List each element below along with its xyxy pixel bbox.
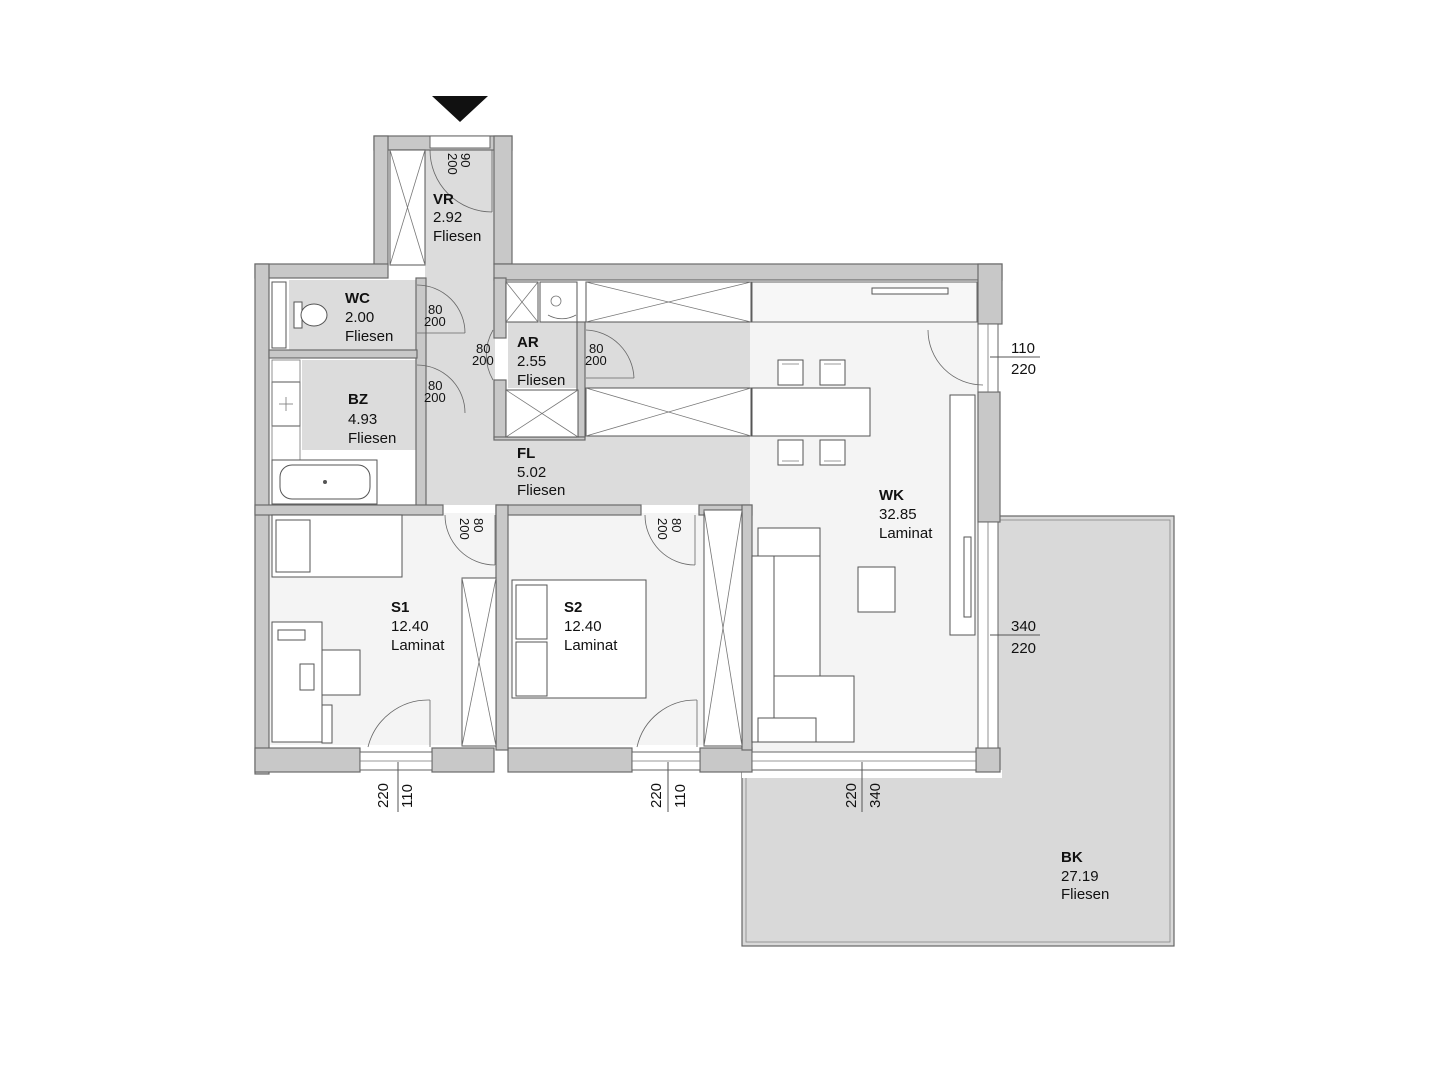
room-label-bk: BK 27.19 Fliesen <box>1061 849 1109 903</box>
svg-text:S1: S1 <box>391 599 409 616</box>
svg-text:340: 340 <box>867 783 884 808</box>
dimension-lines <box>397 356 1040 812</box>
svg-text:Fliesen: Fliesen <box>517 372 565 389</box>
window-dim-wk-bottom: 220 340 <box>843 783 884 808</box>
svg-text:2.55: 2.55 <box>517 353 546 370</box>
ar-floor <box>508 322 584 388</box>
svg-text:AR: AR <box>517 334 539 351</box>
svg-text:200: 200 <box>445 153 460 175</box>
svg-text:Fliesen: Fliesen <box>1061 886 1109 903</box>
washbasin-icon <box>271 381 301 427</box>
window-dim-s2: 220 110 <box>648 783 689 808</box>
svg-text:WK: WK <box>879 487 904 504</box>
window-dim-s1: 220 110 <box>375 783 416 808</box>
room-label-ar: AR 2.55 Fliesen <box>517 334 565 389</box>
svg-text:32.85: 32.85 <box>879 506 917 523</box>
toilet-icon <box>293 301 328 329</box>
svg-text:S2: S2 <box>564 599 582 616</box>
svg-text:200: 200 <box>585 353 607 368</box>
svg-text:5.02: 5.02 <box>517 464 546 481</box>
svg-text:BZ: BZ <box>348 391 368 408</box>
svg-text:220: 220 <box>1011 361 1036 378</box>
svg-text:90: 90 <box>458 153 473 167</box>
room-label-vr: VR 2.92 Fliesen <box>433 191 481 245</box>
door-dim-s1: 80 200 <box>457 518 486 540</box>
svg-text:80: 80 <box>589 341 603 356</box>
room-label-s1: S1 12.40 Laminat <box>391 599 445 654</box>
svg-text:200: 200 <box>457 518 472 540</box>
room-label-wk: WK 32.85 Laminat <box>879 487 933 542</box>
room-label-bz: BZ 4.93 Fliesen <box>348 391 396 447</box>
svg-text:110: 110 <box>399 784 416 808</box>
svg-text:340: 340 <box>1011 618 1036 635</box>
door-dim-ar-right: 80 200 <box>585 341 607 368</box>
svg-text:110: 110 <box>672 784 689 808</box>
room-label-wc: WC 2.00 Fliesen <box>345 290 393 345</box>
svg-text:Fliesen: Fliesen <box>345 328 393 345</box>
entrance-triangle-icon <box>432 96 488 122</box>
bathtub-icon <box>271 459 378 505</box>
svg-text:80: 80 <box>428 378 442 393</box>
svg-text:80: 80 <box>669 518 684 532</box>
s2-bed <box>511 579 647 699</box>
svg-text:2.00: 2.00 <box>345 309 374 326</box>
svg-text:200: 200 <box>424 390 446 405</box>
sofa <box>751 527 896 743</box>
door-dim-entry: 90 200 <box>445 153 473 175</box>
door-dim-ar-left: 80 200 <box>472 341 494 368</box>
windows <box>359 135 999 771</box>
door-dim-s2: 80 200 <box>655 518 684 540</box>
svg-text:80: 80 <box>428 302 442 317</box>
svg-text:200: 200 <box>655 518 670 540</box>
svg-text:2.92: 2.92 <box>433 209 462 226</box>
door-dim-bz: 80 200 <box>424 378 446 405</box>
room-label-s2: S2 12.40 Laminat <box>564 599 618 654</box>
bz-floor <box>302 360 417 450</box>
svg-text:Fliesen: Fliesen <box>433 228 481 245</box>
vr-floor <box>425 150 495 275</box>
svg-text:110: 110 <box>1011 340 1035 357</box>
dining-table <box>751 359 871 466</box>
svg-text:220: 220 <box>1011 640 1036 657</box>
svg-text:VR: VR <box>433 191 454 208</box>
window-dim-wk-right-mid: 340 220 <box>1011 618 1036 657</box>
svg-text:Fliesen: Fliesen <box>517 482 565 499</box>
svg-text:Fliesen: Fliesen <box>348 430 396 447</box>
svg-text:200: 200 <box>472 353 494 368</box>
svg-text:Laminat: Laminat <box>564 637 618 654</box>
svg-text:Laminat: Laminat <box>391 637 445 654</box>
svg-text:220: 220 <box>843 783 860 808</box>
svg-text:FL: FL <box>517 445 535 462</box>
room-label-fl: FL 5.02 Fliesen <box>517 445 565 499</box>
svg-text:Laminat: Laminat <box>879 525 933 542</box>
window-dim-wk-right-top: 110 220 <box>1011 340 1036 378</box>
svg-text:220: 220 <box>375 783 392 808</box>
svg-text:BK: BK <box>1061 849 1083 866</box>
svg-text:80: 80 <box>476 341 490 356</box>
svg-text:200: 200 <box>424 314 446 329</box>
door-dim-wc: 80 200 <box>424 302 446 329</box>
desk <box>271 621 361 744</box>
svg-text:4.93: 4.93 <box>348 411 377 428</box>
svg-text:12.40: 12.40 <box>564 618 602 635</box>
svg-text:12.40: 12.40 <box>391 618 429 635</box>
svg-text:27.19: 27.19 <box>1061 868 1099 885</box>
walls <box>254 135 1003 775</box>
svg-text:80: 80 <box>471 518 486 532</box>
svg-text:WC: WC <box>345 290 370 307</box>
svg-text:220: 220 <box>648 783 665 808</box>
door-swings <box>367 149 984 748</box>
s1-bed <box>271 514 403 578</box>
